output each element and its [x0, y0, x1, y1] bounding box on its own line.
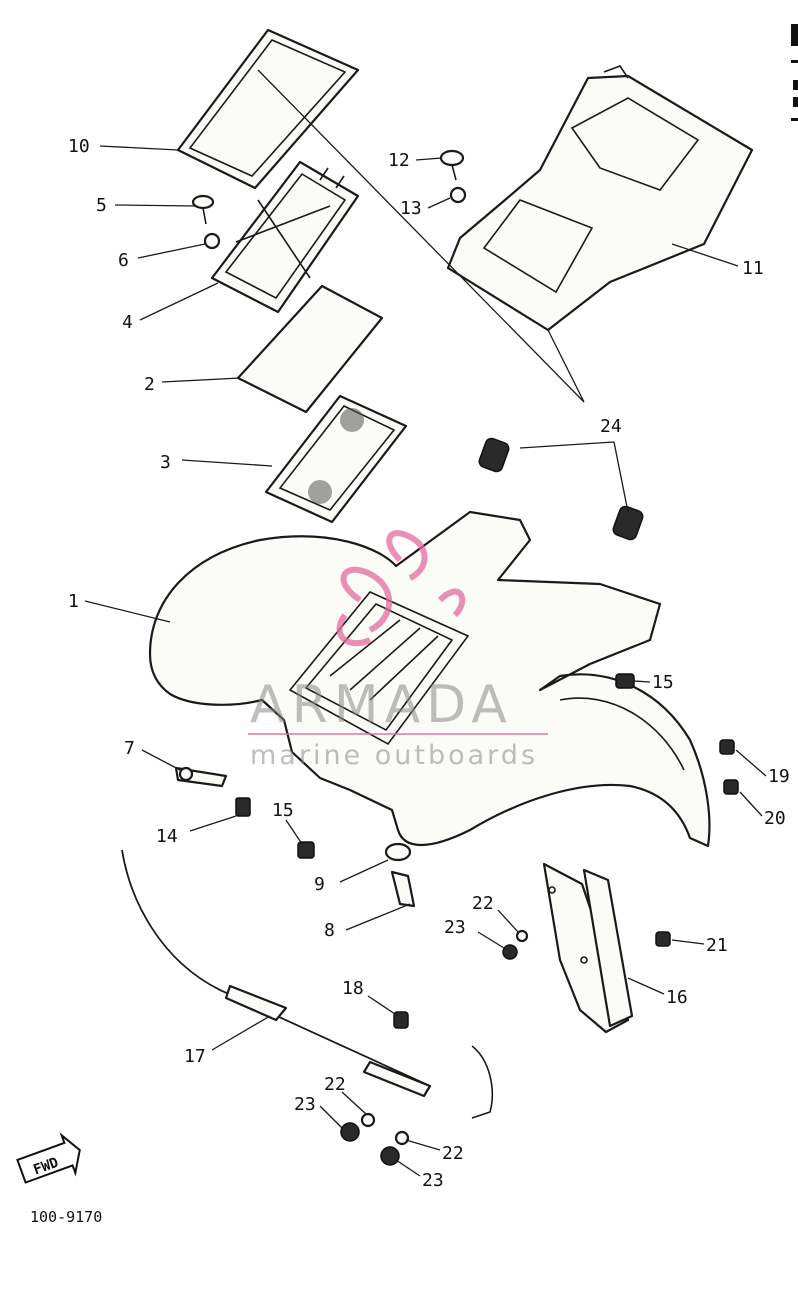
part-22-washer-c: [394, 1130, 410, 1146]
part-12-screw: [439, 149, 465, 181]
clipped-header-fragment: [791, 24, 798, 121]
part-7-hose-joint: [174, 766, 228, 788]
part-19-screw: [719, 739, 735, 755]
part-16-mud-flap: [542, 862, 634, 1034]
callout-18: 18: [342, 978, 364, 999]
part-8-bracket: [390, 870, 416, 908]
callout-9: 9: [314, 874, 325, 895]
callout-6: 6: [118, 250, 129, 271]
callout-17: 17: [184, 1046, 206, 1067]
part-23-nut-b: [340, 1122, 360, 1142]
part-5-screw: [191, 194, 215, 225]
watermark-tagline: marine outboards: [250, 740, 538, 771]
callout-5: 5: [96, 195, 107, 216]
callout-4: 4: [122, 312, 133, 333]
part-20-screw: [723, 779, 739, 795]
callout-14: 14: [156, 826, 178, 847]
part-15-bolt-lower: [297, 841, 315, 859]
callout-1: 1: [68, 591, 79, 612]
part-10-seal-frame: [176, 28, 360, 190]
callout-23-upper: 23: [444, 917, 466, 938]
callout-3: 3: [160, 452, 171, 473]
part-2-pad: [236, 284, 384, 414]
callout-24: 24: [600, 416, 622, 437]
callout-10: 10: [68, 136, 90, 157]
callout-19: 19: [768, 766, 790, 787]
callout-2: 2: [144, 374, 155, 395]
callout-20: 20: [764, 808, 786, 829]
part-24-grommets: [478, 437, 644, 541]
part-21-bolt: [655, 931, 671, 947]
part-17-stay-bar: [121, 849, 494, 1119]
part-15-bolt-upper: [615, 673, 635, 689]
part-23-nut-a: [502, 944, 518, 960]
drawing-code: 100-9170: [30, 1208, 102, 1226]
watermark-brand: ARMADA: [250, 675, 513, 735]
part-22-washer-a: [515, 929, 529, 943]
part-11-upper-cover: [446, 65, 754, 332]
callout-22-lower-left: 22: [324, 1074, 346, 1095]
fwd-arrow-icon: FWD: [16, 1132, 81, 1184]
callout-23-lower-left: 23: [294, 1094, 316, 1115]
callout-15-lower: 15: [272, 800, 294, 821]
part-23-nut-c: [380, 1146, 400, 1166]
callout-7: 7: [124, 738, 135, 759]
part-14-clip: [235, 797, 251, 817]
callout-8: 8: [324, 920, 335, 941]
callout-12: 12: [388, 150, 410, 171]
watermark-logo-icon: [336, 530, 466, 647]
callout-23-lower-right: 23: [422, 1170, 444, 1191]
callout-22-upper: 22: [472, 893, 494, 914]
watermark: ARMADA marine outboards: [248, 530, 548, 771]
leader-lines: [84, 69, 767, 1177]
callout-labels: 10 5 6 4 2 3 1 12 13 11 24 15 7 14 15 9 …: [68, 136, 790, 1191]
callout-15-upper: 15: [652, 672, 674, 693]
part-13-nut: [449, 186, 467, 204]
callout-13: 13: [400, 198, 422, 219]
callout-11: 11: [742, 258, 764, 279]
callout-16: 16: [666, 987, 688, 1008]
part-6-washer: [203, 232, 221, 250]
part-4-tray-frame: [210, 160, 360, 314]
part-22-washer-b: [360, 1112, 376, 1128]
callout-22-lower-right: 22: [442, 1143, 464, 1164]
part-3-mesh-filter: [264, 394, 408, 524]
callout-21: 21: [706, 935, 728, 956]
part-1-rear-fender: [148, 510, 711, 848]
part-9-clamp: [384, 842, 412, 862]
